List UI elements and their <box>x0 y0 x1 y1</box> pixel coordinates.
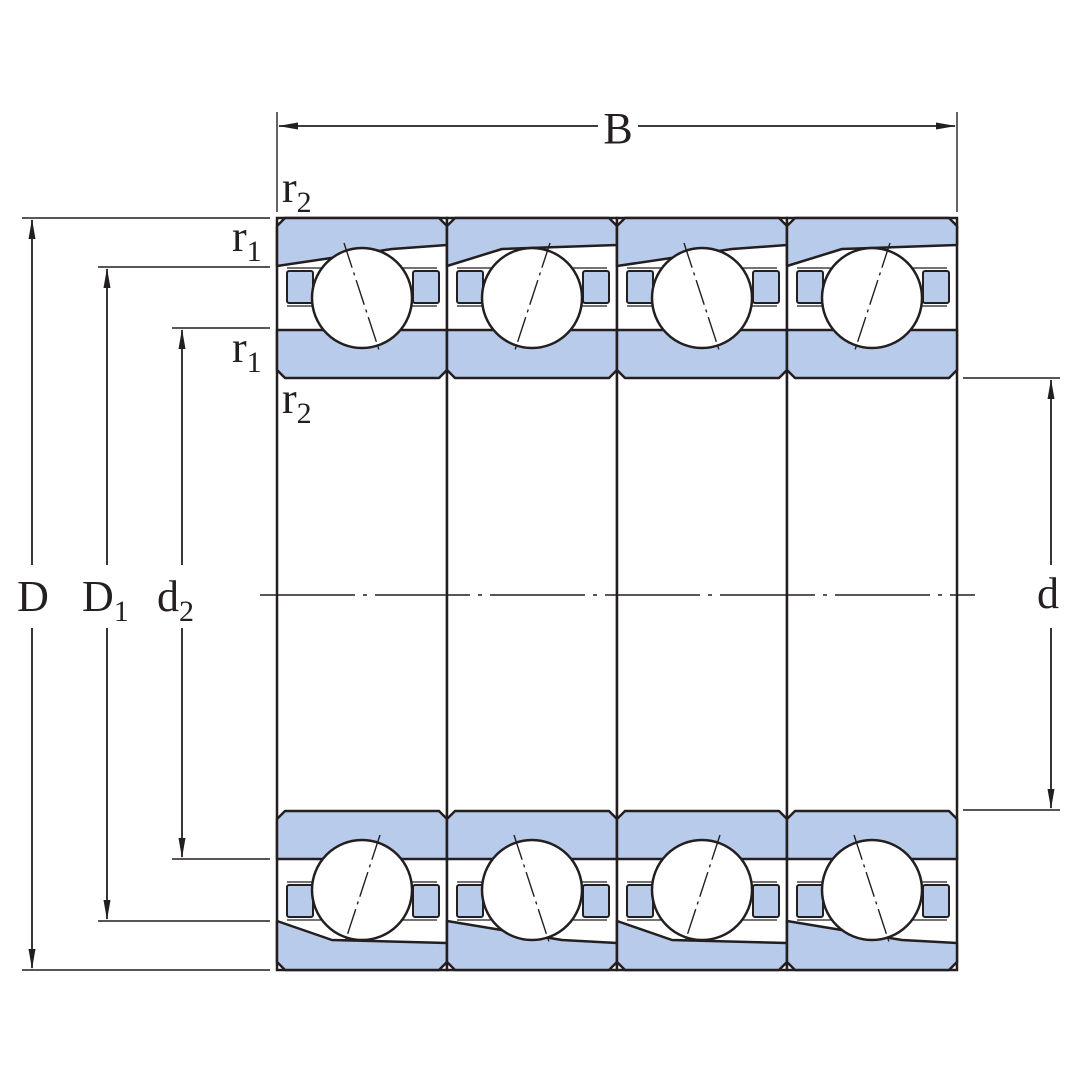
label-r2-mid-main: r <box>282 374 297 423</box>
cage-segment <box>752 270 780 304</box>
outer-ring-bottom <box>445 919 619 972</box>
bearing-unit-4 <box>785 216 959 972</box>
cage-segment <box>626 270 654 304</box>
outer-ring-bottom <box>615 919 789 972</box>
label-r2-mid: r2 <box>282 374 312 430</box>
label-r2-top-main: r <box>282 163 297 212</box>
outer-ring-bottom <box>275 919 449 972</box>
outer-ring-top <box>615 216 789 268</box>
bearing-unit-1 <box>275 216 449 972</box>
cage-segment <box>752 884 780 918</box>
label-d2: d2 <box>157 572 194 628</box>
cage-segment <box>796 270 824 304</box>
contact-line-top <box>853 242 891 354</box>
contact-line-bottom <box>343 834 381 946</box>
outer-ring-bottom <box>785 919 959 972</box>
outer-ring-top <box>785 216 959 268</box>
cage-segment <box>582 884 610 918</box>
label-D1: D1 <box>82 572 129 628</box>
label-d: d <box>1037 569 1059 618</box>
label-r1-top: r1 <box>232 212 262 268</box>
extension-lines <box>22 112 1060 971</box>
bearing-units <box>275 216 959 972</box>
label-D: D <box>17 572 49 621</box>
cage-segment <box>286 270 314 304</box>
cage-segment <box>626 884 654 918</box>
contact-line-bottom <box>683 834 721 946</box>
contact-line-top <box>513 242 551 354</box>
cage-segment <box>412 270 440 304</box>
outer-ring-top <box>275 216 449 268</box>
label-B: B <box>603 104 632 153</box>
contact-line-top <box>683 242 721 354</box>
cage-segment <box>796 884 824 918</box>
label-d2-main: d <box>157 572 179 621</box>
cage-segment <box>922 270 950 304</box>
label-r1-mid-sub: 1 <box>247 346 262 379</box>
label-r1-top-main: r <box>232 212 247 261</box>
label-D1-sub: 1 <box>114 595 129 628</box>
outer-ring-top <box>445 216 619 268</box>
cage-segment <box>286 884 314 918</box>
dimension-lines <box>28 122 1055 969</box>
label-d2-sub: 2 <box>179 595 194 628</box>
cage-segment <box>582 270 610 304</box>
bearing-unit-2 <box>445 216 619 972</box>
inner-ring-bottom <box>785 809 959 861</box>
cage-segment <box>456 884 484 918</box>
label-D1-main: D <box>82 572 114 621</box>
label-r1-mid-main: r <box>232 323 247 372</box>
label-r2-top: r2 <box>282 163 312 219</box>
label-r1-top-sub: 1 <box>247 235 262 268</box>
label-r2-mid-sub: 2 <box>297 397 312 430</box>
bearing-unit-3 <box>615 216 789 972</box>
dimension-labels: B D D1 d2 d r2 r1 r1 r2 <box>17 104 1059 628</box>
label-r1-mid: r1 <box>232 323 262 379</box>
contact-line-top <box>343 242 381 354</box>
label-r2-top-sub: 2 <box>297 186 312 219</box>
cage-segment <box>412 884 440 918</box>
cage-segment <box>922 884 950 918</box>
inner-ring-top <box>785 328 959 380</box>
contact-line-bottom <box>853 834 891 946</box>
contact-line-bottom <box>513 834 551 946</box>
cage-segment <box>456 270 484 304</box>
